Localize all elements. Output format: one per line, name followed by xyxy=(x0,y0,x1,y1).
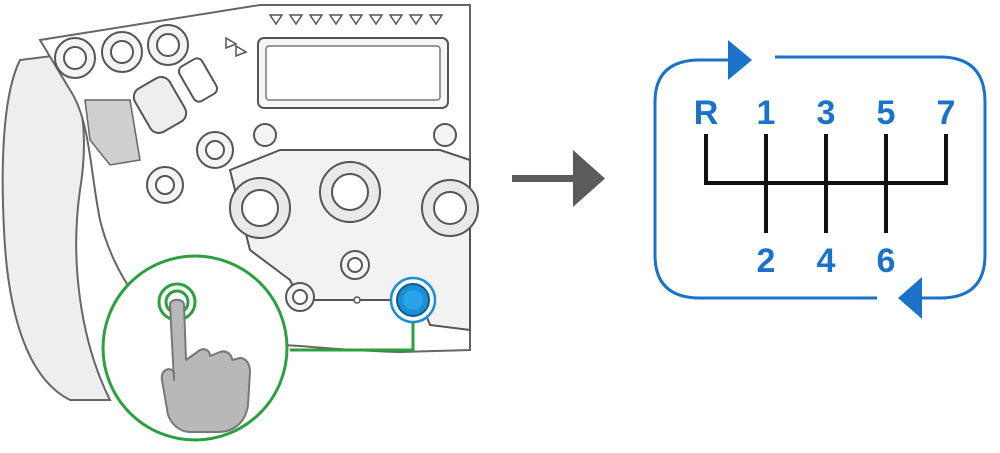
rotary-switches xyxy=(229,161,479,239)
top-knob-row xyxy=(54,24,189,79)
steering-wheel-illustration xyxy=(1,4,479,401)
right-arrow-icon xyxy=(512,150,605,207)
shift-lights xyxy=(225,14,444,58)
thumb-encoder xyxy=(132,57,219,134)
gear-pattern-diagram: R 1 3 5 7 2 4 6 xyxy=(653,40,987,319)
circular-arrows-icon xyxy=(653,55,987,300)
gear-label-7: 7 xyxy=(937,94,956,132)
gear-label-6: 6 xyxy=(877,242,896,280)
callout-connector xyxy=(290,322,415,352)
finger-tap-icon xyxy=(157,282,251,433)
gear-label-3: 3 xyxy=(817,94,836,132)
gear-label-2: 2 xyxy=(757,242,776,280)
left-grip xyxy=(1,53,112,401)
gear-label-5: 5 xyxy=(877,94,896,132)
highlighted-gear-button xyxy=(389,276,437,324)
gear-label-reverse: R xyxy=(694,94,719,132)
gear-label-4: 4 xyxy=(817,242,836,280)
shift-gate xyxy=(704,134,948,233)
gear-label-1: 1 xyxy=(757,94,776,132)
